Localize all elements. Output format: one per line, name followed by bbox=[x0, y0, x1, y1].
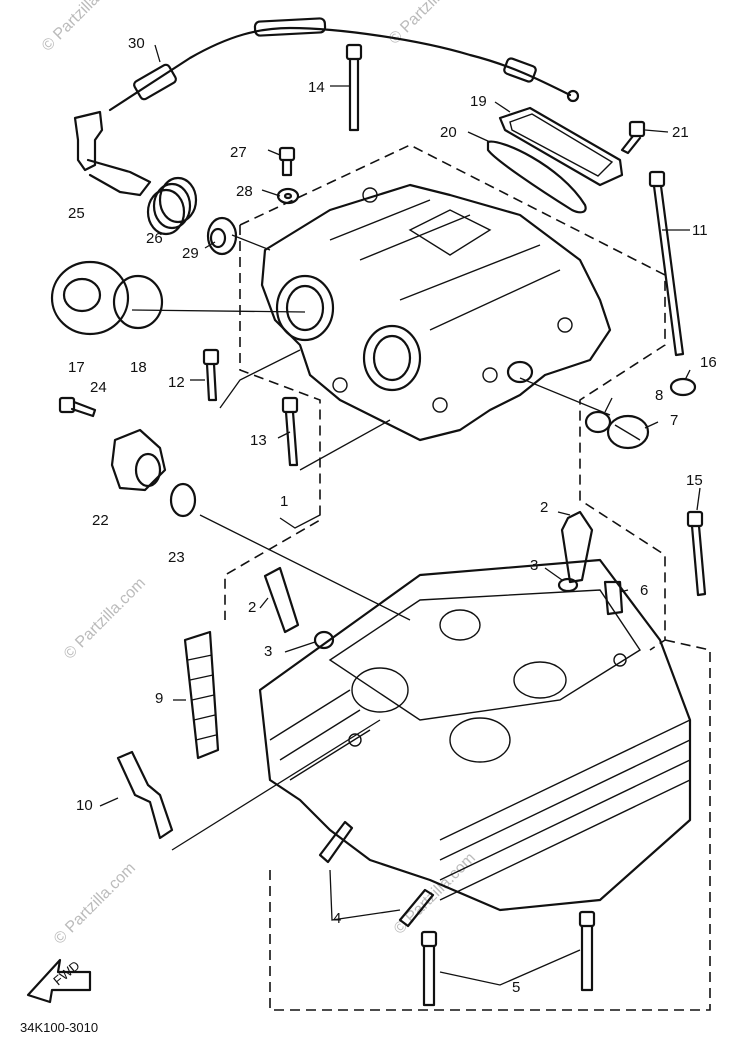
cover-boundary bbox=[239, 144, 666, 651]
label-10: 10 bbox=[76, 797, 93, 814]
part-3-clip-right bbox=[557, 577, 579, 593]
label-19: 19 bbox=[470, 93, 487, 110]
label-2-right: 2 bbox=[540, 499, 548, 516]
label-8: 8 bbox=[655, 387, 663, 404]
label-21: 21 bbox=[672, 124, 689, 141]
watermarks: © Partzilla.com © Partzilla.com © Partzi… bbox=[39, 0, 479, 948]
label-11: 11 bbox=[692, 222, 708, 239]
part-27-bolt bbox=[278, 146, 296, 177]
label-17: 17 bbox=[68, 359, 85, 376]
head-boundary bbox=[269, 639, 711, 1011]
part-9-filter bbox=[183, 630, 220, 760]
label-25: 25 bbox=[68, 205, 85, 222]
assembly-boundaries bbox=[224, 144, 711, 1011]
cover-boundary-left bbox=[224, 225, 321, 620]
watermark-1: © Partzilla.com bbox=[39, 0, 127, 55]
cylinder-head bbox=[258, 558, 692, 912]
leader-lines bbox=[99, 44, 701, 986]
label-1: 1 bbox=[280, 493, 288, 510]
part-14-bolt bbox=[345, 43, 363, 132]
part-3-clip-left bbox=[313, 630, 335, 650]
label-24: 24 bbox=[90, 379, 107, 396]
part-4-stud-upper bbox=[318, 820, 354, 864]
part-29-oil-seal bbox=[206, 216, 238, 256]
part-12-bolt bbox=[202, 348, 220, 402]
part-22-cover bbox=[110, 428, 167, 492]
label-4: 4 bbox=[333, 910, 341, 927]
part-8-o-ring bbox=[584, 410, 612, 434]
part-10-spark-plug bbox=[116, 750, 174, 840]
watermark-5: © Partzilla.com bbox=[391, 850, 479, 938]
label-2-left: 2 bbox=[248, 599, 256, 616]
label-28: 28 bbox=[236, 183, 253, 200]
label-6: 6 bbox=[640, 582, 648, 599]
part-11-stud-bolt bbox=[648, 170, 685, 357]
part-20-o-ring bbox=[486, 140, 587, 214]
watermark-2: © Partzilla.com bbox=[386, 0, 474, 48]
part-6-dowel bbox=[603, 580, 624, 616]
callout-labels: 30 14 19 20 21 11 27 28 25 26 29 17 18 2… bbox=[68, 35, 717, 996]
part-15-bolt bbox=[686, 510, 707, 597]
label-3-left: 3 bbox=[264, 643, 272, 660]
part-19-cover bbox=[498, 106, 624, 187]
label-27: 27 bbox=[230, 144, 247, 161]
part-1-head-cover bbox=[260, 183, 612, 442]
part-21-bolt bbox=[620, 120, 646, 155]
label-29: 29 bbox=[182, 245, 199, 262]
label-3-right: 3 bbox=[530, 557, 538, 574]
label-7: 7 bbox=[670, 412, 678, 429]
fwd-label: FWD bbox=[50, 958, 82, 989]
part-13-bolt bbox=[281, 396, 299, 467]
fwd-arrow-icon: FWD bbox=[26, 958, 92, 1004]
label-20: 20 bbox=[440, 124, 457, 141]
label-15: 15 bbox=[686, 472, 703, 489]
part-16-washer bbox=[669, 377, 697, 397]
label-30: 30 bbox=[128, 35, 145, 52]
watermark-3: © Partzilla.com bbox=[61, 575, 149, 663]
part-2-valve-guide-left bbox=[263, 566, 300, 634]
label-26: 26 bbox=[146, 230, 163, 247]
part-5-bolt-left bbox=[420, 930, 438, 1007]
part-25-lever bbox=[73, 110, 152, 197]
diagram-code: 34K100-3010 bbox=[20, 1020, 98, 1035]
label-14: 14 bbox=[308, 79, 325, 96]
label-23: 23 bbox=[168, 549, 185, 566]
part-23-o-ring bbox=[169, 482, 197, 518]
part-7-plug bbox=[606, 414, 650, 450]
watermark-4: © Partzilla.com bbox=[51, 860, 139, 948]
part-2-valve-guide-right bbox=[560, 510, 594, 584]
label-16: 16 bbox=[700, 354, 717, 371]
part-26-spring bbox=[146, 176, 198, 236]
label-5: 5 bbox=[512, 979, 520, 996]
part-24-bolt bbox=[58, 396, 97, 418]
part-18-o-ring bbox=[112, 274, 164, 330]
part-4-stud-lower bbox=[398, 888, 435, 928]
label-18: 18 bbox=[130, 359, 147, 376]
label-13: 13 bbox=[250, 432, 267, 449]
part-5-bolt-right bbox=[578, 910, 596, 992]
label-12: 12 bbox=[168, 374, 185, 391]
part-17-cap bbox=[50, 260, 130, 336]
label-9: 9 bbox=[155, 690, 163, 707]
part-28-washer bbox=[276, 187, 300, 205]
label-22: 22 bbox=[92, 512, 109, 529]
part-30-cable bbox=[108, 17, 580, 112]
